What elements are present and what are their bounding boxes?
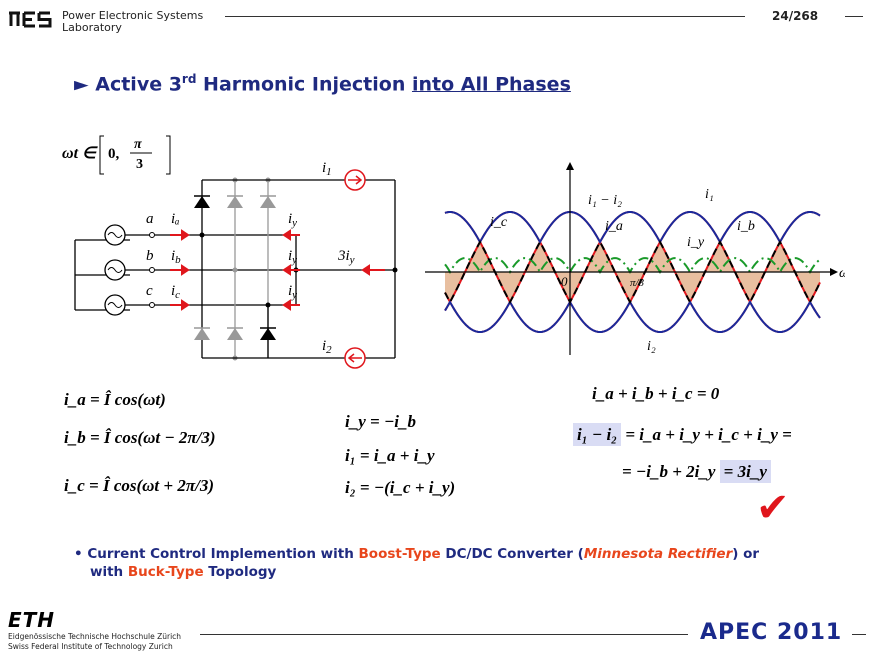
x-axis-arrow-icon bbox=[830, 268, 838, 276]
label-omega-t: ωt bbox=[839, 266, 845, 281]
conference-logo: APEC 2011 bbox=[700, 620, 843, 645]
bullet-text: • Current Control Implemention with Boos… bbox=[74, 546, 760, 580]
eq-sum: i_a + i_b + i_c = 0 bbox=[592, 384, 720, 403]
slide-title: ► Active 3rd Harmonic Injection into All… bbox=[74, 72, 571, 96]
eq-i2: i₂ = −(i_c + i_y) bbox=[345, 478, 456, 497]
footer-rule bbox=[200, 634, 688, 635]
iy-curve bbox=[444, 239, 821, 305]
eq-iy: i_y = −i_b bbox=[345, 412, 416, 431]
header-rule bbox=[225, 16, 745, 17]
eth-line1: Eidgenössische Technische Hochschule Zür… bbox=[8, 632, 182, 641]
title-arrow-icon: ► bbox=[74, 73, 89, 96]
eq-diff-rhs: = i_a + i_y + i_c + i_y = bbox=[625, 425, 792, 444]
eq-ib: i_b = Î cos(ωt − 2π/3) bbox=[64, 428, 216, 447]
phase-b-label: b bbox=[146, 248, 154, 264]
y-axis-arrow-icon bbox=[566, 162, 574, 170]
current-ib-label: ib bbox=[171, 248, 181, 266]
label-i1-minus-i2: i₁ − i₂ bbox=[588, 193, 622, 208]
label-ic: i_c bbox=[490, 215, 508, 230]
three-iy-label: 3iy bbox=[337, 248, 355, 266]
svg-text:0,: 0, bbox=[108, 146, 120, 162]
page-number: 24/268 bbox=[772, 9, 819, 23]
interval-label: ωt ∈ bbox=[62, 145, 98, 162]
label-ib: i_b bbox=[737, 219, 755, 234]
eq-i1: i₁ = i_a + i_y bbox=[345, 446, 435, 465]
eth-subtitle: Eidgenössische Technische Hochschule Zür… bbox=[8, 632, 181, 652]
eq-ia: i_a = Î cos(ωt) bbox=[64, 390, 166, 409]
eq-result-lhs: = −i_b + 2i_y bbox=[622, 462, 716, 481]
label-i1: i₁ bbox=[705, 187, 714, 202]
i2-curve bbox=[444, 299, 821, 334]
eq-ic: i_c = Î cos(ωt + 2π/3) bbox=[64, 476, 215, 495]
i1-minus-i2-curve bbox=[444, 257, 821, 275]
eq-diff: i₁ − i₂ = i_a + i_y + i_c + i_y = bbox=[573, 423, 792, 446]
current-waveform-plot: i₁ − i₂ i₁ i_c i_a i_b i_y i₂ 0 π/3 ωt bbox=[425, 162, 845, 355]
eq-result-rhs: = 3i_y bbox=[719, 460, 771, 483]
i1-label: i1 bbox=[322, 160, 332, 178]
i2-label: i2 bbox=[322, 338, 332, 356]
iy-label-a: iy bbox=[288, 211, 297, 229]
i1-curve bbox=[444, 210, 821, 245]
lab-name: Power Electronic Systems Laboratory bbox=[62, 10, 203, 34]
phase-c-label: c bbox=[146, 283, 153, 299]
diode-upper-c-icon bbox=[260, 196, 276, 208]
eq-diff-lhs: i₁ − i₂ bbox=[573, 423, 622, 446]
label-pi-over-3: π/3 bbox=[630, 277, 645, 289]
checkmark-icon: ✔ bbox=[756, 485, 790, 531]
diode-lower-c-icon bbox=[260, 328, 276, 340]
label-ia: i_a bbox=[605, 219, 623, 234]
label-origin: 0 bbox=[561, 274, 568, 289]
current-ic-label: ic bbox=[171, 283, 180, 301]
diode-upper-a-icon bbox=[194, 196, 210, 208]
eq-result: = −i_b + 2i_y = 3i_y bbox=[622, 460, 771, 483]
lab-name-line1: Power Electronic Systems bbox=[62, 9, 204, 22]
svg-text:π: π bbox=[134, 137, 142, 152]
footer-rule-right bbox=[852, 634, 866, 635]
iy-label-b: iy bbox=[288, 248, 297, 266]
lab-name-line2: Laboratory bbox=[62, 21, 122, 34]
header-rule-right bbox=[845, 16, 863, 17]
pes-logo bbox=[8, 10, 52, 33]
eth-logo: ETH bbox=[8, 608, 56, 632]
current-ia-label: iₐ bbox=[171, 211, 180, 227]
label-i2: i₂ bbox=[647, 339, 656, 354]
svg-text:3: 3 bbox=[136, 157, 143, 172]
label-iy: i_y bbox=[687, 235, 705, 250]
eth-line2: Swiss Federal Institute of Technology Zu… bbox=[8, 642, 173, 651]
rectifier-circuit-diagram: ωt ∈ 0, π 3 a b c iₐ ib ic bbox=[62, 135, 398, 369]
diode-lower-b-icon bbox=[227, 328, 243, 340]
phase-a-label: a bbox=[146, 211, 154, 227]
iy-label-c: iy bbox=[288, 283, 297, 301]
diode-upper-b-icon bbox=[227, 196, 243, 208]
diode-lower-a-icon bbox=[194, 328, 210, 340]
